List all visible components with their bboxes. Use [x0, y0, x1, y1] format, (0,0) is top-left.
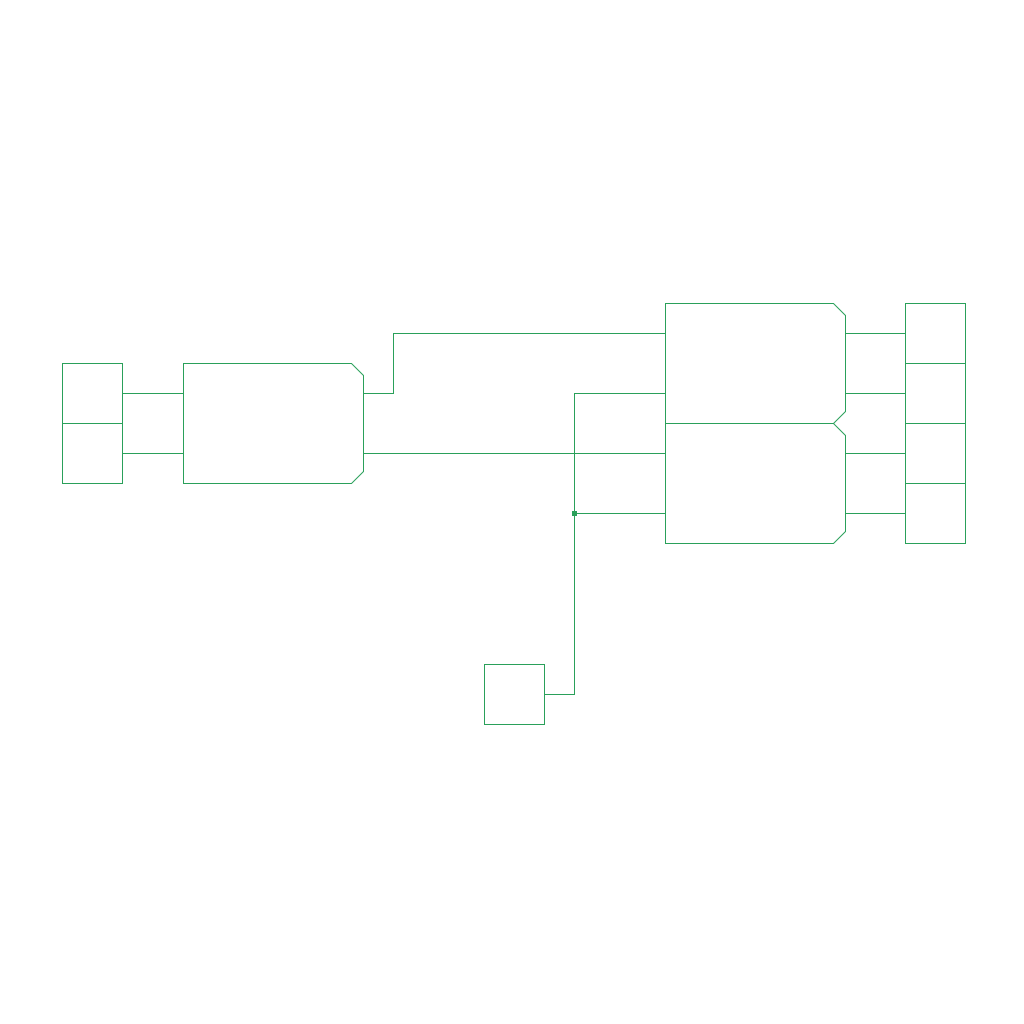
- input-port-1[interactable]: [62, 363, 123, 424]
- input-port-2[interactable]: [62, 423, 123, 484]
- output-port-2[interactable]: [905, 363, 966, 424]
- output-port-3[interactable]: [905, 423, 966, 484]
- output-port-4[interactable]: [905, 483, 966, 544]
- control-port[interactable]: [484, 664, 545, 725]
- left-logic-block[interactable]: [183, 363, 364, 484]
- right-logic-block-lower[interactable]: [665, 423, 846, 544]
- right-logic-block-upper[interactable]: [665, 303, 846, 424]
- wire-left-block-to-upper-block: [363, 333, 666, 394]
- wire-control-bus: [544, 393, 666, 695]
- output-port-1[interactable]: [905, 303, 966, 364]
- junction-dot: [572, 511, 577, 516]
